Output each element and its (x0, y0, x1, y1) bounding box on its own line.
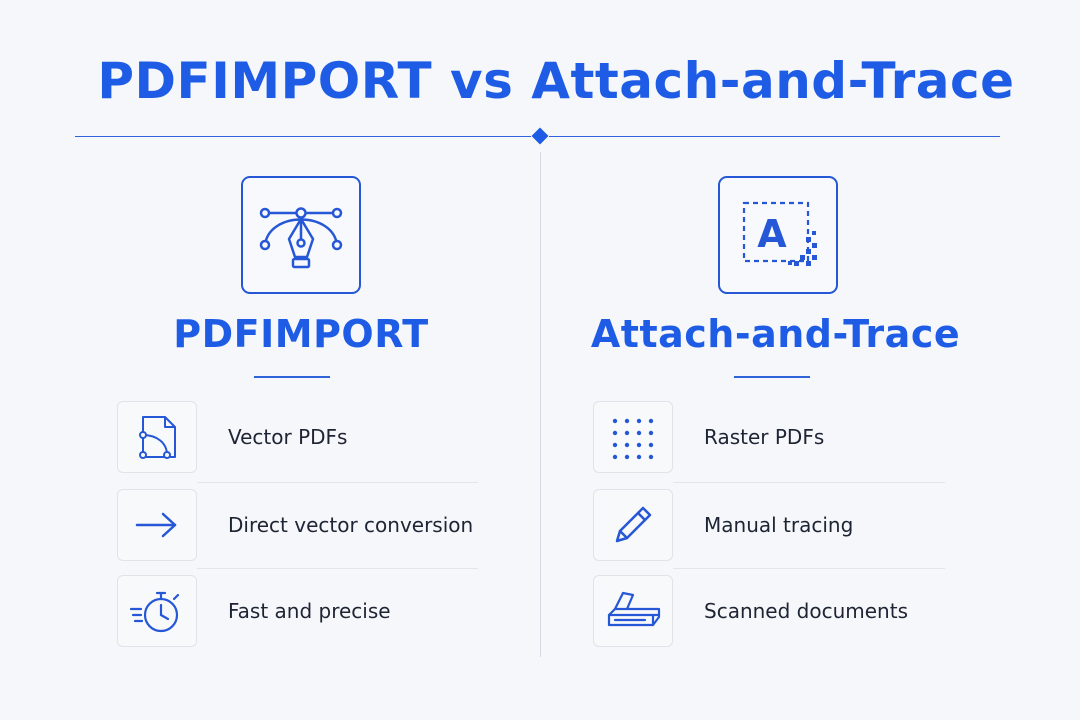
scanner-icon (593, 575, 673, 647)
page-title: PDFIMPORT vs Attach-and-Trace (97, 52, 1015, 110)
svg-text:A: A (757, 212, 787, 256)
feature-label: Direct vector conversion (228, 513, 474, 537)
separator (197, 568, 478, 569)
separator (673, 482, 945, 483)
feature-label: Raster PDFs (704, 425, 825, 449)
bezier-pen-icon (241, 176, 361, 294)
feature-label: Manual tracing (704, 513, 854, 537)
title-rule-left (75, 136, 531, 137)
feature-fast-and-precise: Fast and precise (117, 575, 478, 647)
separator (673, 568, 945, 569)
vector-file-icon (117, 401, 197, 473)
feature-manual-tracing: Manual tracing (593, 489, 945, 561)
feature-label: Scanned documents (704, 599, 908, 623)
raster-letter-icon: A (718, 176, 838, 294)
title-rule-right (549, 136, 1000, 137)
arrow-right-icon (117, 489, 197, 561)
feature-label: Fast and precise (228, 599, 391, 623)
feature-label: Vector PDFs (228, 425, 348, 449)
feature-vector-pdfs: Vector PDFs (117, 401, 478, 473)
pdfimport-underline (254, 376, 330, 378)
separator (197, 482, 478, 483)
pdfimport-heading: PDFIMPORT (173, 312, 429, 356)
pdfimport-column: PDFIMPORT Vector PDFs Direct vector conv… (117, 176, 478, 647)
stopwatch-icon (117, 575, 197, 647)
feature-direct-vector-conversion: Direct vector conversion (117, 489, 478, 561)
column-divider (540, 152, 541, 657)
dot-grid-icon (593, 401, 673, 473)
pencil-icon (593, 489, 673, 561)
attach-and-trace-heading: Attach-and-Trace (590, 312, 961, 356)
attach-and-trace-underline (734, 376, 810, 378)
feature-scanned-documents: Scanned documents (593, 575, 945, 647)
attach-and-trace-column: A Attach-and-Trace Raste (540, 0, 1080, 720)
feature-raster-pdfs: Raster PDFs (593, 401, 945, 473)
